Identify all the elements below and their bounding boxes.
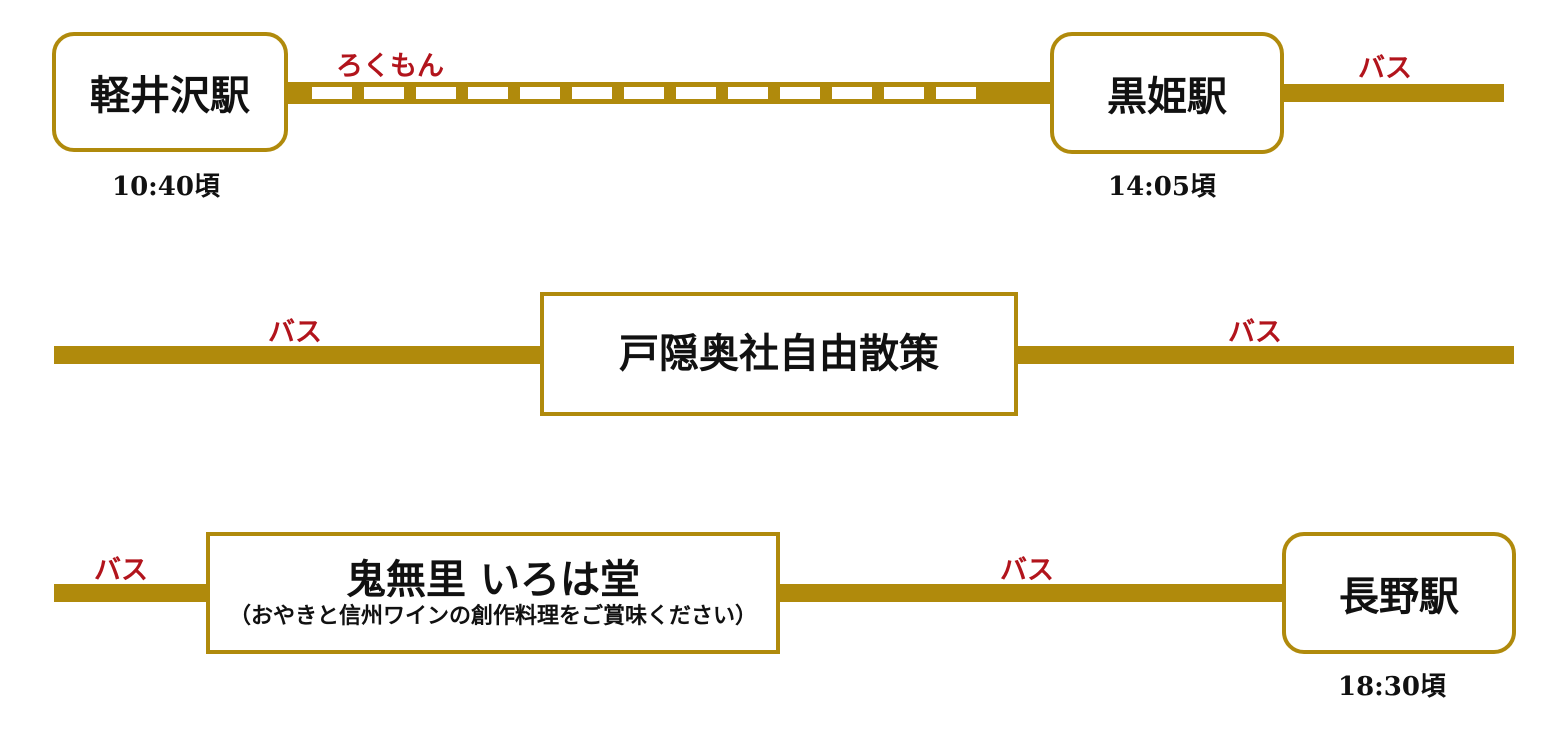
train-track-tie (364, 87, 404, 99)
arrival-time-kurohime: 14:05頃 (1108, 172, 1216, 202)
train-track-tie (520, 87, 560, 99)
station-karuizawa-label: 軽井沢駅 (90, 72, 250, 119)
bus-label-row2-left: バス (268, 317, 322, 348)
stop-kinasa-irohado: 鬼無里 いろは堂 （おやきと信州ワインの創作料理をご賞味ください） (206, 532, 780, 654)
bus-line-row3-right (776, 584, 1286, 602)
bus-label-row1: バス (1358, 53, 1412, 84)
bus-line-row3-left (54, 584, 210, 602)
train-track-tie (468, 87, 508, 99)
bus-label-row2-right: バス (1228, 317, 1282, 348)
station-nagano-label: 長野駅 (1339, 573, 1459, 620)
train-track-tie (312, 87, 352, 99)
stop-kinasa-irohado-note: （おやきと信州ワインの創作料理をご賞味ください） (228, 602, 757, 629)
bus-label-row3-left: バス (94, 555, 148, 586)
station-kurohime: 黒姫駅 (1050, 32, 1284, 154)
train-label-rokumon: ろくもん (336, 51, 444, 82)
train-track-tie (884, 87, 924, 99)
station-nagano: 長野駅 (1282, 532, 1516, 654)
arrival-time-nagano: 18:30頃 (1338, 672, 1446, 702)
train-track-tie (936, 87, 976, 99)
train-track-tie (416, 87, 456, 99)
train-track-tie (572, 87, 612, 99)
train-track-tie (624, 87, 664, 99)
activity-togakushi: 戸隠奥社自由散策 (540, 292, 1018, 416)
train-track-tie (832, 87, 872, 99)
activity-togakushi-label: 戸隠奥社自由散策 (619, 330, 939, 377)
station-karuizawa: 軽井沢駅 (52, 32, 288, 152)
train-track-tie (676, 87, 716, 99)
train-track-tie (780, 87, 820, 99)
departure-time-karuizawa: 10:40頃 (112, 172, 220, 202)
bus-line-row2-right (1014, 346, 1514, 364)
bus-line-row1-right (1282, 84, 1504, 102)
train-track-tie (728, 87, 768, 99)
station-kurohime-label: 黒姫駅 (1107, 73, 1227, 120)
bus-line-row2-left (54, 346, 544, 364)
stop-kinasa-irohado-title: 鬼無里 いろは堂 (346, 555, 640, 603)
bus-label-row3-right: バス (1000, 555, 1054, 586)
